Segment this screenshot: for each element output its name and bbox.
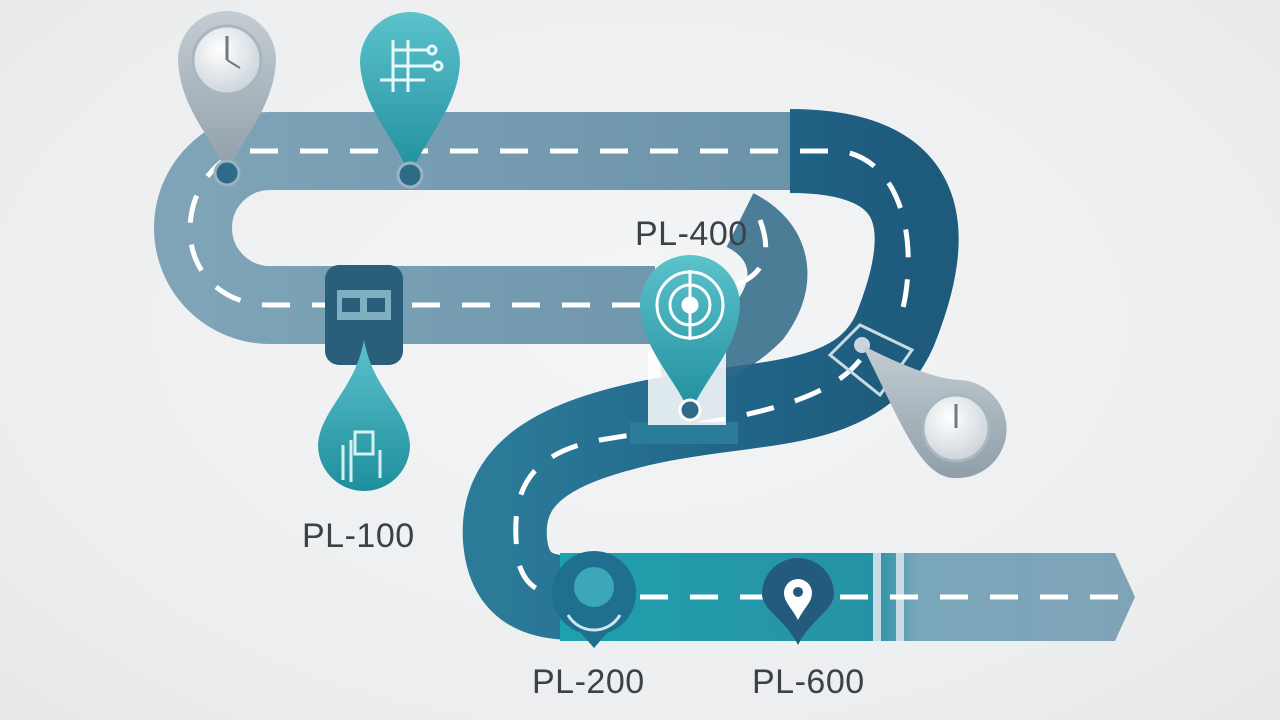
- clock-icon: [191, 24, 263, 96]
- gantry: [827, 323, 915, 398]
- milestone-pl-200[interactable]: [552, 551, 636, 648]
- milestone-clock-top[interactable]: [178, 11, 276, 187]
- target-icon: [655, 270, 725, 340]
- label-pl-600: PL-600: [752, 663, 865, 701]
- milestone-clock-right[interactable]: [827, 323, 1007, 479]
- finish-line: [873, 553, 881, 641]
- location-pin-icon: [784, 579, 812, 620]
- station-building: [630, 422, 738, 444]
- milestone-pl-600[interactable]: [762, 558, 834, 645]
- label-pl-400: PL-400: [635, 215, 748, 253]
- label-pl-200: PL-200: [532, 663, 645, 701]
- milestone-pl-400[interactable]: [630, 255, 740, 444]
- certificate-icon-pin: [318, 340, 410, 491]
- milestone-pl-100[interactable]: [318, 265, 410, 491]
- circuit-icon: [380, 40, 444, 92]
- certificate-icon: [341, 430, 382, 482]
- label-pl-100: PL-100: [302, 517, 415, 555]
- clock-icon: [921, 393, 991, 463]
- milestone-circuit-top[interactable]: [360, 12, 460, 189]
